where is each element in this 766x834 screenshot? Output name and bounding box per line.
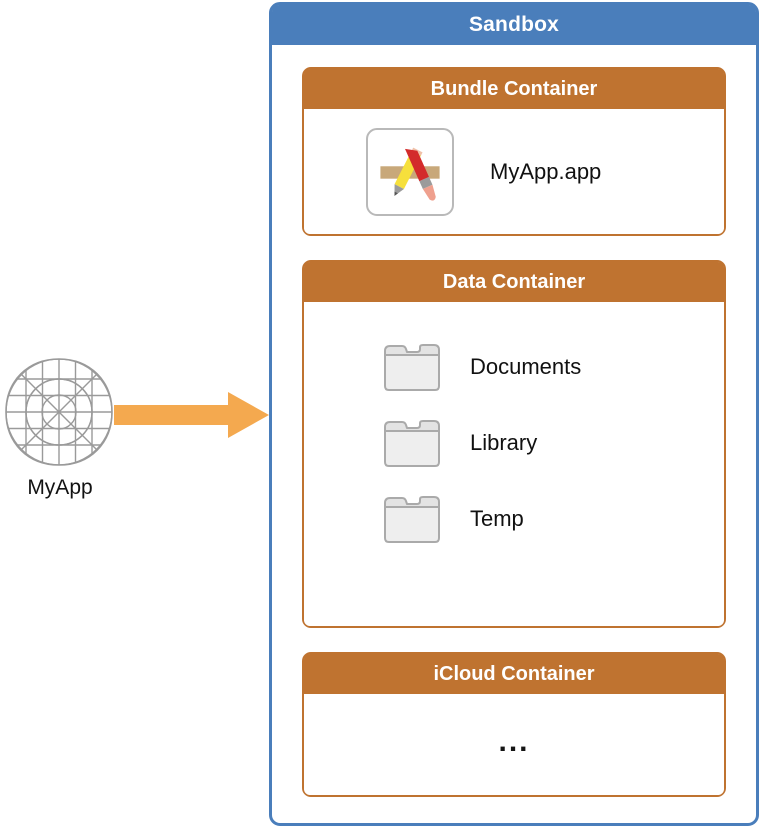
sandbox-panel: Sandbox Bundle Container bbox=[269, 2, 759, 826]
folder-icon bbox=[384, 344, 440, 391]
icloud-container-header: iCloud Container bbox=[304, 654, 724, 694]
sandbox-title: Sandbox bbox=[468, 13, 560, 36]
folder-label: Temp bbox=[470, 506, 524, 531]
icloud-container-card: iCloud Container ... bbox=[302, 652, 726, 797]
icloud-container-body: ... bbox=[304, 694, 724, 795]
app-source-group: MyApp bbox=[4, 357, 116, 499]
bundle-container-body: MyApp.app bbox=[304, 109, 724, 234]
folder-label: Library bbox=[470, 430, 538, 455]
icloud-container-title: iCloud Container bbox=[433, 662, 595, 685]
app-icon-grid-template-icon bbox=[5, 358, 113, 466]
data-container-card: Data Container Documents Library bbox=[302, 260, 726, 628]
sandbox-header: Sandbox bbox=[272, 5, 756, 45]
bundle-container-header: Bundle Container bbox=[304, 69, 724, 109]
bundle-container-card: Bundle Container bbox=[302, 67, 726, 236]
xcode-app-icon bbox=[366, 127, 454, 216]
list-item: Library bbox=[304, 412, 724, 474]
folder-icon bbox=[384, 420, 440, 467]
data-container-body: Documents Library Temp bbox=[304, 302, 724, 626]
folder-label: Documents bbox=[470, 354, 582, 379]
list-item: Temp bbox=[304, 488, 724, 550]
bundle-app-label: MyApp.app bbox=[490, 158, 602, 184]
data-container-title: Data Container bbox=[442, 270, 586, 293]
sandbox-body: Bundle Container bbox=[272, 45, 756, 797]
folder-icon bbox=[384, 496, 440, 543]
bundle-container-title: Bundle Container bbox=[430, 77, 598, 100]
list-item: Documents bbox=[304, 336, 724, 398]
ellipsis-placeholder: ... bbox=[498, 724, 530, 758]
data-container-header: Data Container bbox=[304, 262, 724, 302]
app-source-label: MyApp bbox=[27, 476, 93, 499]
right-arrow-icon bbox=[114, 392, 269, 438]
